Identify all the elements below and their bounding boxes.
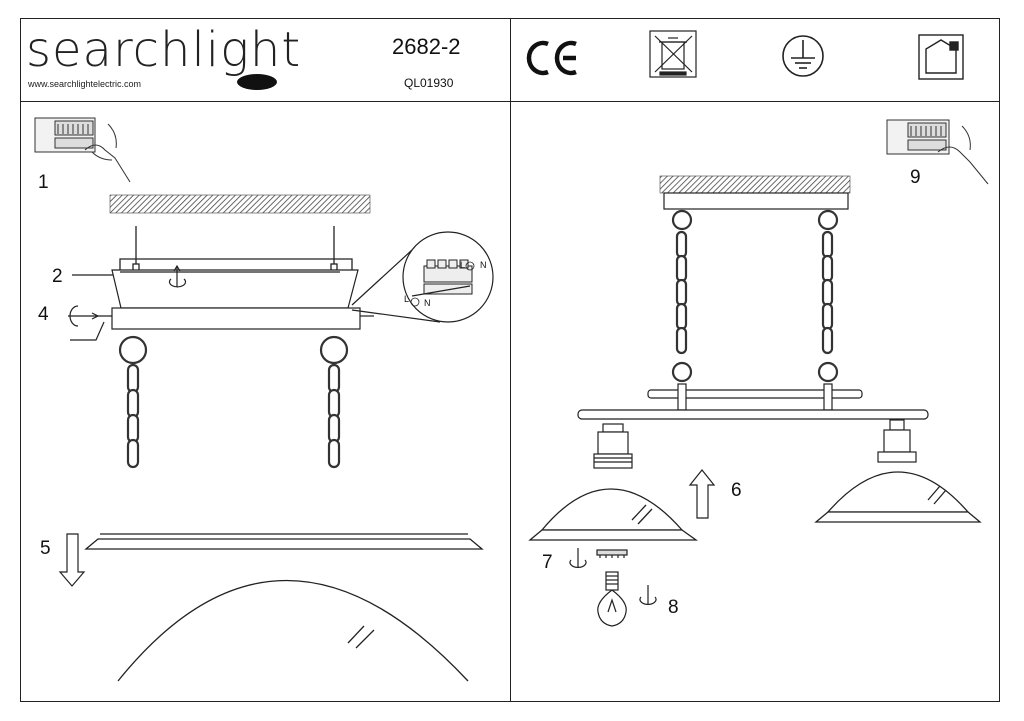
lower-bar xyxy=(577,409,929,420)
light-bulb-icon xyxy=(597,571,627,627)
terminal-n-lower: N xyxy=(424,298,431,308)
terminal-n-upper: N xyxy=(480,260,487,270)
earth-symbol-small xyxy=(465,261,475,271)
rotate-arrow-icon xyxy=(168,264,187,288)
ce-mark-icon xyxy=(526,40,577,76)
upper-bar xyxy=(647,383,863,411)
down-arrow-icon xyxy=(58,533,86,587)
earth-symbol-small-2 xyxy=(410,297,420,307)
shade-rim xyxy=(84,533,484,550)
step-2-label: 2 xyxy=(52,266,63,287)
chain-right-2 xyxy=(817,209,839,383)
website-url: www.searchlightelectric.com xyxy=(28,79,142,89)
connector-block-icon xyxy=(411,259,473,297)
chain-left-2 xyxy=(319,335,349,469)
terminal-block-hand-icon-2 xyxy=(886,119,989,185)
indoor-use-icon xyxy=(918,34,964,80)
step-5-label: 5 xyxy=(40,538,51,559)
reference-code: QL01930 xyxy=(404,76,454,90)
lamp-holder-left xyxy=(593,423,633,469)
ceiling-hatch-left xyxy=(109,194,371,214)
lamp-holder-right xyxy=(877,419,917,463)
step-1-label: 1 xyxy=(38,172,49,193)
center-divider xyxy=(510,18,511,702)
step-4-label: 4 xyxy=(38,304,49,325)
step-8-label: 8 xyxy=(668,597,679,618)
terminal-l-lower: L xyxy=(404,294,409,304)
chain-left-1 xyxy=(118,335,148,469)
rotate-bulb-icon xyxy=(639,585,657,605)
step-7-label: 7 xyxy=(542,552,553,573)
ceiling-hatch-right xyxy=(659,175,851,194)
glass-dome xyxy=(117,579,469,682)
shade-left xyxy=(528,488,699,541)
earth-ground-icon xyxy=(782,35,824,77)
brand-logo-text: searchlight xyxy=(26,22,302,78)
side-screw-left xyxy=(68,305,374,341)
step-6-label: 6 xyxy=(731,480,742,501)
chain-right-1 xyxy=(671,209,693,383)
mounting-bracket-left xyxy=(72,258,353,276)
terminal-block-hand-icon xyxy=(34,117,131,183)
canopy-right xyxy=(663,192,849,210)
rotate-ring-icon xyxy=(569,548,628,568)
weee-bin-icon xyxy=(649,30,697,78)
product-code: 2682-2 xyxy=(392,34,461,59)
logo-dot-icon xyxy=(237,74,277,90)
terminal-l-upper: L xyxy=(460,260,465,270)
canopy-left xyxy=(111,269,361,330)
shade-right xyxy=(814,471,982,523)
step-9-label: 9 xyxy=(910,167,921,188)
up-arrow-icon xyxy=(688,469,716,519)
